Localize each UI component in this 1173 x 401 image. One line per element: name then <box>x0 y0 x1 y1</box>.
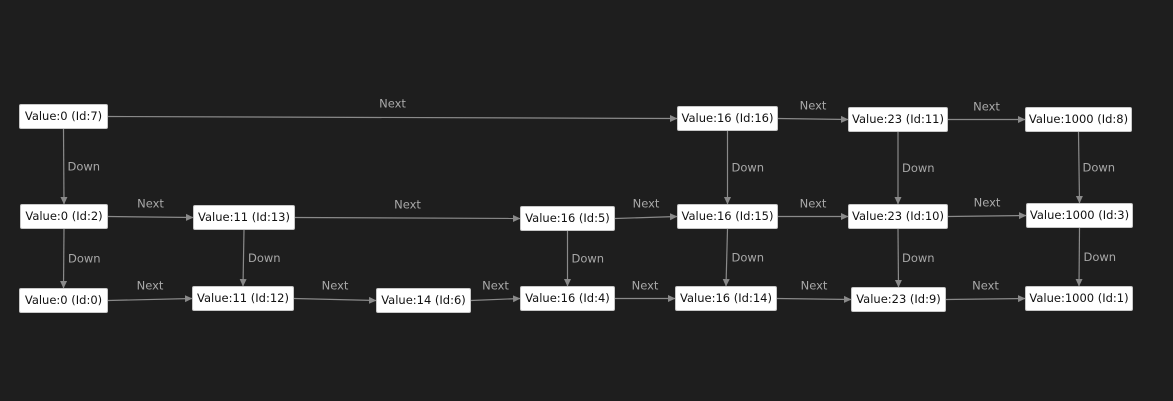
node-id-14[interactable]: Value:16 (Id:14) <box>675 286 777 311</box>
edge-label-next: Next <box>973 100 1000 114</box>
node-id-12[interactable]: Value:11 (Id:12) <box>192 286 294 311</box>
edge-down-n8-n3 <box>1075 131 1083 204</box>
edge-label-down: Down <box>732 251 765 265</box>
edge-label-next: Next <box>974 196 1001 210</box>
edge-label-down: Down <box>1084 250 1117 264</box>
edge-next-n7-n16 <box>107 114 678 122</box>
node-id-13[interactable]: Value:11 (Id:13) <box>193 205 295 230</box>
edge-next-n16-n11 <box>777 115 849 123</box>
edge-label-down: Down <box>68 252 101 266</box>
edge-down-n13-n12 <box>239 229 247 287</box>
edge-label-next: Next <box>800 197 827 211</box>
edge-next-n2-n13 <box>107 213 194 221</box>
edge-down-n3-n1 <box>1075 227 1083 287</box>
node-id-9[interactable]: Value:23 (Id:9) <box>851 287 946 312</box>
node-id-7[interactable]: Value:0 (Id:7) <box>19 104 108 129</box>
edge-label-next: Next <box>482 279 509 293</box>
node-id-2[interactable]: Value:0 (Id:2) <box>20 204 108 229</box>
edge-next-n14-n9 <box>776 295 852 303</box>
edge-down-n10-n9 <box>894 228 902 288</box>
edge-label-next: Next <box>633 197 660 211</box>
edge-label-next: Next <box>801 279 828 293</box>
node-id-11[interactable]: Value:23 (Id:11) <box>848 107 948 132</box>
edge-next-n10-n3 <box>947 212 1027 220</box>
edge-label-next: Next <box>632 279 659 293</box>
edge-label-next: Next <box>972 279 999 293</box>
edge-label-down: Down <box>732 161 765 175</box>
node-id-6[interactable]: Value:14 (Id:6) <box>376 288 471 313</box>
edge-label-next: Next <box>800 99 827 113</box>
node-id-4[interactable]: Value:16 (Id:4) <box>520 286 615 311</box>
edge-label-down: Down <box>1083 161 1116 175</box>
edge-label-next: Next <box>322 279 349 293</box>
edge-label-down: Down <box>902 251 935 265</box>
edge-next-n0-n12 <box>107 295 193 303</box>
edge-next-n5-n15 <box>614 213 678 221</box>
edge-label-down: Down <box>572 252 605 266</box>
edge-next-n13-n5 <box>294 214 521 222</box>
edge-label-next: Next <box>394 198 421 212</box>
node-id-16[interactable]: Value:16 (Id:16) <box>677 106 778 131</box>
node-id-8[interactable]: Value:1000 (Id:8) <box>1025 107 1132 132</box>
node-id-3[interactable]: Value:1000 (Id:3) <box>1026 203 1133 228</box>
edge-next-n9-n1 <box>945 295 1026 303</box>
edge-label-down: Down <box>68 160 101 174</box>
edge-next-n12-n6 <box>293 296 377 304</box>
edge-label-down: Down <box>248 251 281 265</box>
edge-down-n2-n0 <box>60 228 68 289</box>
node-id-15[interactable]: Value:16 (Id:15) <box>677 204 778 229</box>
edge-next-n6-n4 <box>470 295 521 303</box>
edge-label-next: Next <box>137 197 164 211</box>
node-id-10[interactable]: Value:23 (Id:10) <box>848 204 948 229</box>
edge-down-n7-n2 <box>60 128 68 205</box>
node-id-0[interactable]: Value:0 (Id:0) <box>19 288 108 313</box>
edge-down-n15-n14 <box>722 228 730 287</box>
node-id-1[interactable]: Value:1000 (Id:1) <box>1025 286 1133 311</box>
edge-label-down: Down <box>902 161 935 175</box>
edge-label-next: Next <box>137 279 164 293</box>
node-id-5[interactable]: Value:16 (Id:5) <box>520 206 615 231</box>
edge-label-next: Next <box>379 97 406 111</box>
